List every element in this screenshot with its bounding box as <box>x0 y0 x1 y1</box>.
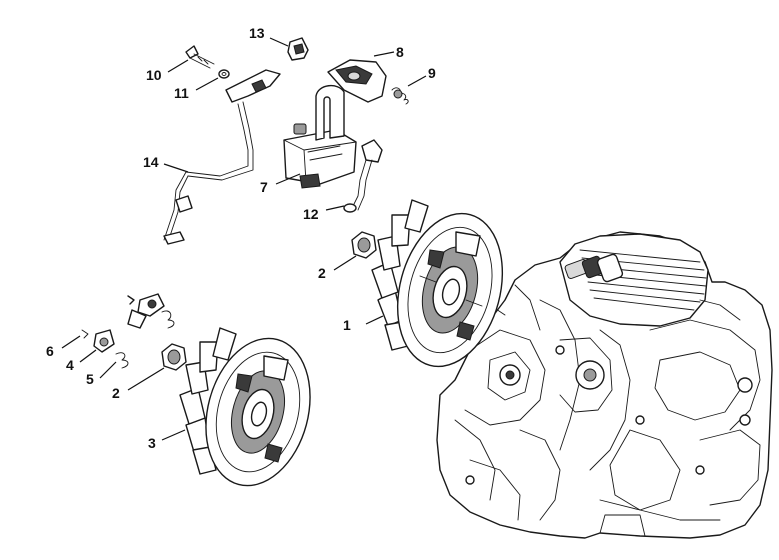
callout-5: 5 <box>86 361 117 387</box>
svg-text:7: 7 <box>260 179 268 195</box>
callout-8: 8 <box>373 44 404 60</box>
svg-text:10: 10 <box>146 67 162 83</box>
callout-2b: 2 <box>112 367 165 401</box>
svg-text:3: 3 <box>148 435 156 451</box>
callout-10: 10 <box>146 59 189 83</box>
nut-upper <box>351 231 377 259</box>
svg-text:9: 9 <box>428 65 436 81</box>
flywheel-upper <box>371 199 504 368</box>
engine-housing <box>436 231 773 539</box>
cover-plate <box>327 59 387 103</box>
callout-4: 4 <box>66 349 97 373</box>
callout-1: 1 <box>343 315 384 333</box>
svg-text:11: 11 <box>174 85 189 101</box>
svg-text:1: 1 <box>343 317 351 333</box>
callout-13: 13 <box>249 25 289 47</box>
callout-14: 14 <box>143 154 189 173</box>
ignition-module <box>283 85 357 189</box>
clip <box>287 37 309 61</box>
ignition-lead <box>343 139 383 213</box>
callout-2a: 2 <box>318 255 357 281</box>
svg-text:6: 6 <box>46 343 54 359</box>
svg-text:4: 4 <box>66 357 74 373</box>
svg-text:5: 5 <box>86 371 94 387</box>
pawl-assembly <box>81 293 175 369</box>
svg-text:8: 8 <box>396 44 404 60</box>
short-circuit-wire <box>163 69 281 245</box>
washer <box>218 69 230 79</box>
svg-text:2: 2 <box>318 265 326 281</box>
screw <box>185 45 215 69</box>
flywheel-lower <box>179 327 311 487</box>
callout-12: 12 <box>303 205 345 222</box>
spring <box>391 87 409 105</box>
svg-text:12: 12 <box>303 206 319 222</box>
svg-text:13: 13 <box>249 25 265 41</box>
callout-7: 7 <box>260 173 301 195</box>
nut-lower <box>161 343 187 371</box>
callout-9: 9 <box>407 65 436 87</box>
callout-3: 3 <box>148 429 186 451</box>
svg-text:14: 14 <box>143 154 159 170</box>
callout-11: 11 <box>174 77 219 101</box>
callout-6: 6 <box>46 335 81 359</box>
svg-text:2: 2 <box>112 385 120 401</box>
